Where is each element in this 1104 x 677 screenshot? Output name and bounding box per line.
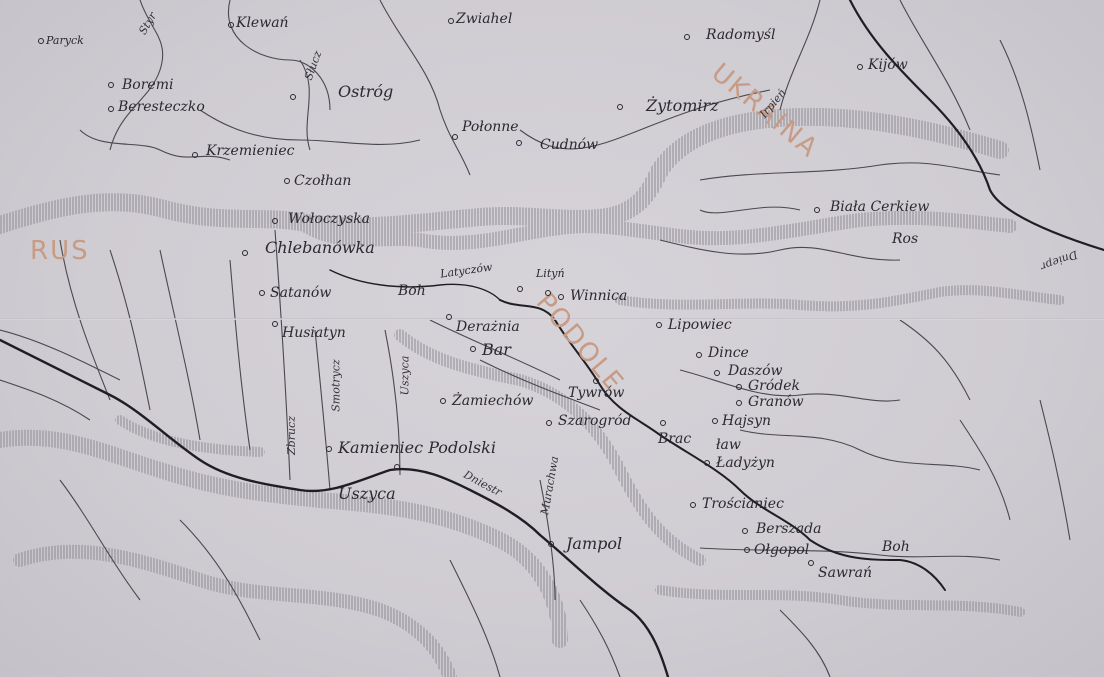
town-dot [517, 286, 523, 292]
town-bra: Brac [658, 431, 692, 447]
town-biala-cerkiew: Biała Cerkiew [830, 199, 930, 215]
town-grodek: Gródek [748, 378, 801, 394]
town-dot [516, 140, 522, 146]
town-dot [108, 82, 114, 88]
town-lityn: Lityń [536, 267, 565, 280]
town-dot [857, 64, 863, 70]
town-dot [593, 378, 599, 384]
town-dot [326, 446, 332, 452]
town-dot [714, 370, 720, 376]
town-dot [684, 34, 690, 40]
town-dot [617, 104, 623, 110]
town-dot [448, 18, 454, 24]
town-winnica: Winnica [570, 288, 628, 304]
town-dot [548, 541, 554, 547]
town-dot [192, 152, 198, 158]
town-dot [290, 94, 296, 100]
town-troscianiec: Trościaniec [702, 496, 784, 512]
paper-fold [0, 318, 1104, 320]
town-sawran: Sawrań [818, 565, 872, 581]
town-lipowiec: Lipowiec [668, 317, 732, 333]
town-satanow: Satanów [270, 285, 332, 301]
region-rus: RUS [30, 236, 90, 266]
town-dot [696, 352, 702, 358]
town-dot [736, 400, 742, 406]
river-label-boh-lower: Boh [882, 539, 910, 555]
town-szarogrod: Szarogród [558, 413, 632, 429]
town-dot [440, 398, 446, 404]
town-dot [446, 314, 452, 320]
dniester-river [0, 338, 670, 677]
town-granow: Granów [748, 394, 804, 410]
town-deraznia: Derażnia [456, 319, 520, 335]
town-dot [558, 294, 564, 300]
town-cudnow: Cudnów [540, 137, 599, 153]
town-hajsyn: Hajsyn [722, 413, 772, 429]
dnieper-river [848, 0, 1104, 252]
town-law: ław [716, 437, 741, 453]
town-jampol: Jampol [566, 534, 623, 553]
town-dot [272, 218, 278, 224]
town-ladyzyn: Ładyżyn [716, 455, 775, 471]
town-dot [259, 290, 265, 296]
town-dot [470, 346, 476, 352]
town-zytomirz: Żytomirz [646, 96, 719, 115]
town-dot [742, 528, 748, 534]
town-daszow: Daszów [728, 363, 783, 379]
river-label-boh: Boh [398, 283, 426, 299]
town-tywrow: Tywrów [568, 385, 625, 401]
town-woloczyska: Wołoczyska [288, 211, 370, 227]
town-dot [744, 547, 750, 553]
town-radomysl: Radomyśl [706, 27, 776, 43]
boh-river [499, 299, 946, 591]
town-dot [228, 22, 234, 28]
town-kijow: Kijów [868, 57, 908, 73]
town-berszada: Berszada [756, 521, 822, 537]
town-chlebanowka: Chlebanówka [265, 238, 375, 257]
town-dot [108, 106, 114, 112]
town-dot [660, 420, 666, 426]
town-polonne: Połonne [462, 119, 519, 135]
town-paryck: Paryck [46, 34, 84, 47]
tributaries [0, 0, 1071, 677]
town-dot [242, 250, 248, 256]
town-zwiahel: Zwiahel [456, 11, 513, 27]
town-dince: Dince [708, 345, 749, 361]
town-krzemieniec: Krzemieniec [206, 143, 295, 159]
town-dot [814, 207, 820, 213]
town-dot [284, 178, 290, 184]
ridge-bands [0, 107, 1065, 677]
town-zamiechow: Żamiechów [452, 393, 534, 409]
town-olgopol: Ołgopol [754, 542, 810, 558]
river-label-smotrycz: Smotrycz [329, 359, 343, 412]
town-czolhan: Czołhan [294, 173, 352, 189]
town-dot [704, 460, 710, 466]
town-dot [736, 384, 742, 390]
town-dot [272, 321, 278, 327]
town-husiatyn: Husiatyn [282, 325, 346, 341]
river-label-ros: Ros [892, 231, 919, 247]
river-label-uszyca: Uszyca [398, 355, 412, 396]
town-dot [545, 290, 551, 296]
town-dot [394, 464, 400, 470]
town-dot [712, 418, 718, 424]
town-boremi: Boremi [122, 77, 174, 93]
town-beresteczko: Beresteczko [118, 99, 205, 115]
town-dot [690, 502, 696, 508]
town-dot [452, 134, 458, 140]
town-dot [656, 322, 662, 328]
town-uszyca: Uszyca [338, 484, 396, 503]
town-dot [38, 38, 44, 44]
town-dot [546, 420, 552, 426]
town-bar: Bar [482, 340, 511, 359]
town-dot [808, 560, 814, 566]
boh-upper-river [329, 269, 501, 301]
town-kamieniec-podolski: Kamieniec Podolski [338, 438, 496, 457]
town-ostrog: Ostróg [338, 82, 394, 101]
town-klewan: Klewań [236, 15, 289, 31]
river-label-zbrucz: Zbrucz [284, 416, 298, 455]
